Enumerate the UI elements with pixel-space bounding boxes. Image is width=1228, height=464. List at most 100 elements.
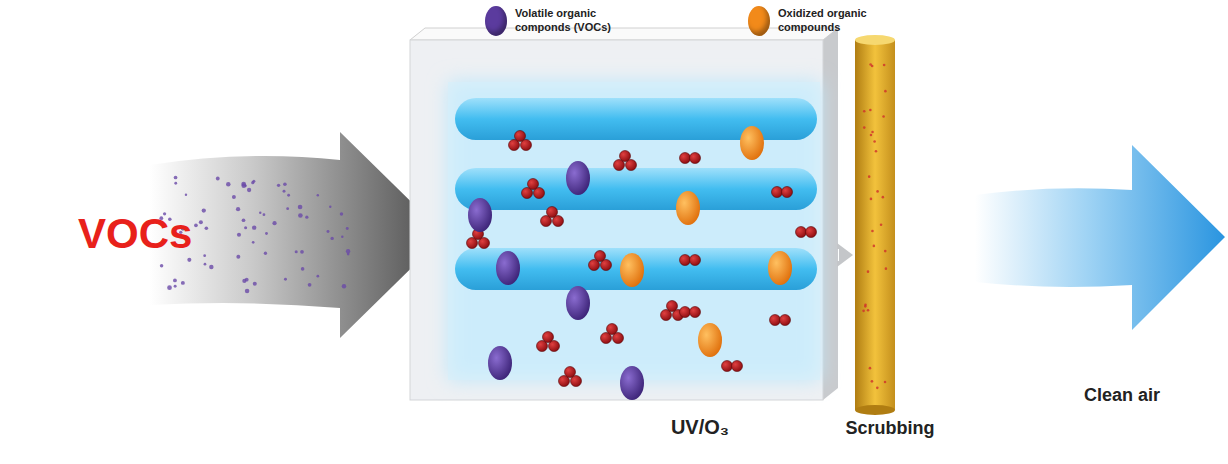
scrub-dot — [882, 115, 885, 118]
flow-arrow — [837, 243, 853, 267]
voc-dot — [298, 205, 303, 210]
inlet-arrow: VOCs — [0, 135, 445, 335]
voc-dot — [241, 182, 246, 187]
voc-dot — [167, 285, 172, 290]
voc-dot — [160, 264, 163, 267]
voc-dot — [199, 220, 203, 224]
voc-dot — [347, 253, 350, 256]
scrub-dot — [867, 309, 870, 312]
voc-dot — [263, 213, 266, 216]
scrub-dot — [870, 134, 873, 137]
scrubber-column: Scrubbing — [855, 35, 895, 410]
scrub-dot — [871, 230, 874, 233]
node-label: UV/O₃ — [671, 416, 729, 439]
voc-dot — [284, 278, 287, 281]
scrub-dot — [880, 223, 883, 226]
voc-dot — [272, 221, 276, 225]
voc-dot — [185, 194, 187, 196]
voc-dot — [232, 195, 236, 199]
scrub-dot — [862, 310, 865, 313]
legend-swatch — [485, 6, 507, 36]
voc-dot — [247, 188, 251, 192]
oxygen-atom — [680, 255, 691, 266]
scrub-dot — [876, 387, 879, 390]
voc-dot — [173, 279, 177, 283]
voc-molecule — [620, 366, 644, 400]
voc-dot — [236, 207, 240, 211]
oxygen-atom — [607, 324, 618, 335]
oxidized-molecule — [698, 323, 722, 357]
oxygen-atom — [722, 361, 733, 372]
oxygen-atom — [680, 307, 691, 318]
voc-dot — [252, 225, 256, 229]
oxygen-atom — [620, 151, 631, 162]
oxygen-atom — [667, 301, 678, 312]
voc-dot — [236, 255, 240, 259]
voc-dot — [252, 241, 255, 244]
voc-dot — [205, 226, 209, 230]
voc-dot — [251, 181, 254, 184]
scrub-dot — [873, 140, 876, 143]
scrub-dot — [868, 175, 871, 178]
scrub-dot — [870, 198, 873, 201]
scrub-dot — [875, 150, 878, 153]
oxygen-atom — [690, 153, 701, 164]
voc-dot — [295, 250, 298, 253]
voc-dot — [244, 226, 247, 229]
voc-dot — [174, 285, 177, 288]
voc-dot — [202, 208, 206, 212]
voc-dot — [264, 252, 267, 255]
voc-molecule — [566, 161, 590, 195]
oxygen-atom — [690, 307, 701, 318]
voc-dot — [283, 182, 287, 186]
scrub-dot — [884, 381, 887, 384]
voc-dot — [245, 289, 250, 294]
voc-dot — [317, 194, 319, 196]
scrub-dot — [884, 90, 887, 93]
legend-label: Oxidized organic compounds — [778, 7, 890, 35]
oxygen-atom — [780, 315, 791, 326]
oxygen-atom — [547, 207, 558, 218]
oxygen-atom — [796, 227, 807, 238]
oxygen-atom — [680, 153, 691, 164]
voc-dot — [204, 263, 207, 266]
voc-molecule — [566, 286, 590, 320]
voc-dot — [259, 212, 261, 214]
oxygen-atom — [515, 131, 526, 142]
voc-dot — [203, 254, 206, 257]
scrub-dot — [863, 126, 866, 129]
voc-dot — [340, 212, 343, 215]
voc-dot — [237, 233, 241, 237]
oxygen-atom — [782, 187, 793, 198]
legend-swatch — [748, 6, 770, 36]
voc-dot — [253, 282, 257, 286]
voc-dot — [174, 176, 178, 180]
voc-dot — [341, 235, 343, 237]
scrub-dot — [871, 65, 874, 68]
node-label: Clean air — [1084, 385, 1160, 406]
scrub-dot — [863, 110, 866, 113]
voc-dot — [181, 281, 185, 285]
voc-dot — [298, 213, 303, 218]
arrow-shape — [837, 243, 853, 267]
oxygen-atom — [595, 251, 606, 262]
scrub-dot — [884, 250, 887, 253]
oxygen-atom — [565, 367, 576, 378]
voc-molecule — [488, 346, 512, 380]
voc-dot — [265, 232, 268, 235]
voc-dot — [330, 237, 333, 240]
voc-dot — [287, 194, 290, 197]
scrub-dot — [871, 380, 874, 383]
scrub-dot — [871, 131, 874, 134]
scrub-dot — [882, 196, 885, 199]
oxygen-atom — [690, 255, 701, 266]
scrub-dot — [864, 303, 867, 306]
voc-dot — [174, 182, 177, 185]
oxygen-atom — [772, 187, 783, 198]
voc-molecule — [468, 198, 492, 232]
scrub-dot — [885, 267, 888, 270]
voc-dot — [187, 258, 191, 262]
reactor-box: UV/O₃ — [410, 30, 835, 400]
scrub-dot — [876, 190, 879, 193]
voc-dot — [316, 275, 319, 278]
